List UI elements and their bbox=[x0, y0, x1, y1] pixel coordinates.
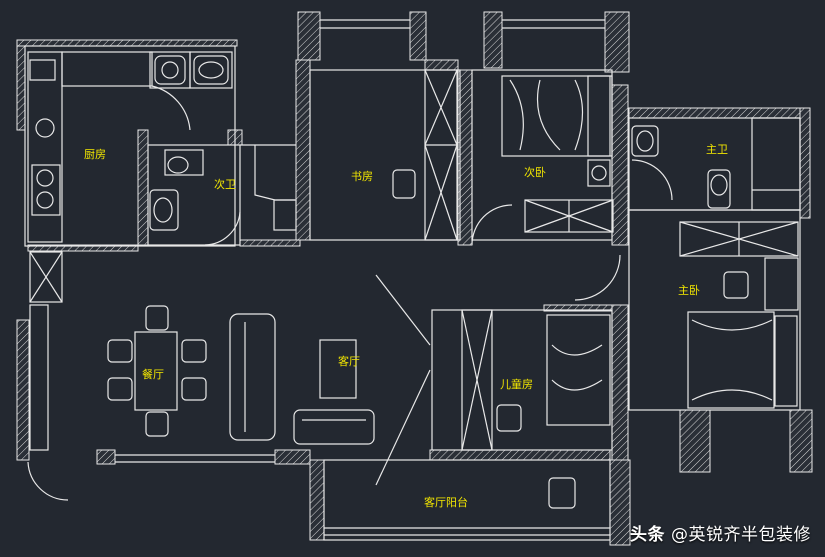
room-label-kids-room: 儿童房 bbox=[500, 377, 533, 391]
room-label-study: 书房 bbox=[351, 170, 373, 183]
room-label-balcony: 客厅阳台 bbox=[424, 495, 468, 509]
room-label-living: 客厅 bbox=[338, 354, 360, 368]
wall-lines bbox=[24, 19, 801, 541]
room-label-master-bedroom: 主卧 bbox=[678, 284, 700, 297]
watermark-brand: 头条 bbox=[630, 525, 665, 545]
watermark-handle: @英锐齐半包装修 bbox=[671, 525, 811, 545]
room-label-second-bedroom: 次卧 bbox=[524, 165, 546, 179]
walls bbox=[16, 11, 813, 546]
room-label-dining: 餐厅 bbox=[142, 367, 164, 381]
room-label-second-bath: 次卫 bbox=[214, 177, 236, 191]
room-label-master-bath: 主卫 bbox=[706, 143, 728, 156]
room-label-kitchen: 厨房 bbox=[84, 148, 106, 161]
watermark: 头条 @英锐齐半包装修 bbox=[630, 520, 811, 545]
